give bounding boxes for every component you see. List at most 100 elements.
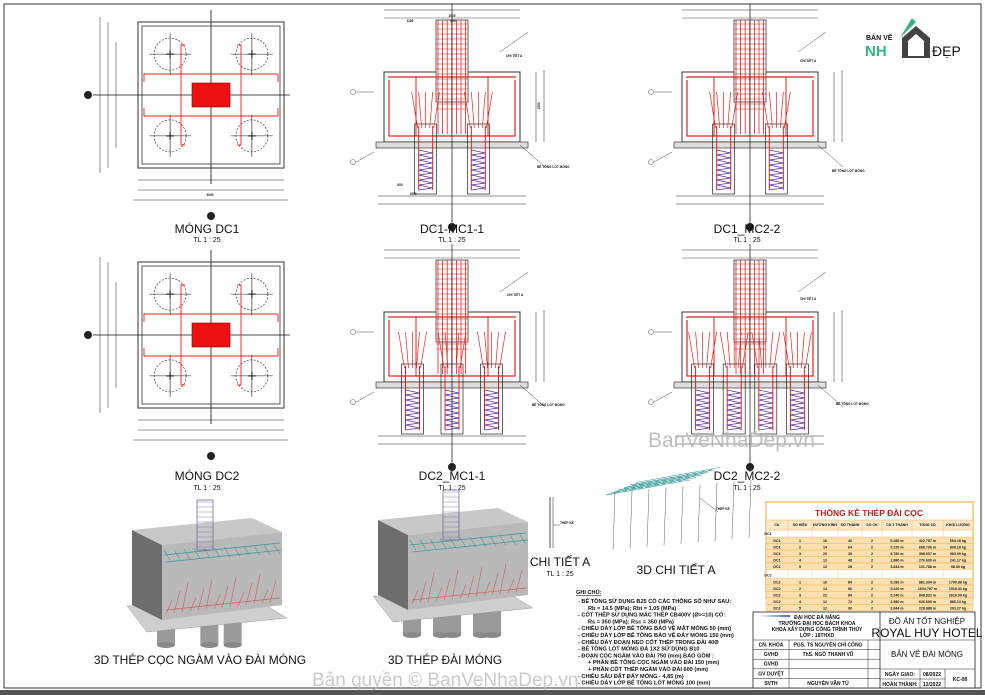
section-dc2-2 [648, 244, 844, 472]
table-cell: 5 [799, 606, 801, 610]
pile-anchor-bar [398, 331, 405, 369]
notes-heading: GHI CHÚ: [576, 589, 602, 596]
role-label: GVHD [764, 652, 779, 658]
iso-pile-base [403, 632, 421, 638]
logo-line1: BẢN VẼ [866, 33, 893, 42]
sec-dc2-1-scale: TL 1 : 25 [438, 485, 465, 492]
note-line: - CHIỀU DÀY ĐOẠN NEO CỐT THÉP TRONG ĐÀI … [578, 638, 719, 646]
iso-anchor-bar [475, 566, 483, 597]
iso-mesh [213, 547, 221, 558]
pile-anchor-bar [459, 331, 467, 369]
iso-anchor-bar [419, 581, 427, 604]
note-line: - BÊ TÔNG SỬ DỤNG B25 CÓ CÁC THÔNG SỐ NH… [578, 597, 731, 605]
iso-anchor-bar [205, 579, 213, 610]
iso-mesh [173, 549, 181, 560]
table-cell: 12 [823, 558, 827, 562]
iso-cap-side [378, 520, 408, 610]
table-cell: 2 [871, 558, 873, 562]
iso-anchor-bar [213, 594, 221, 609]
pile-anchor-bar [783, 91, 791, 129]
pile-anchor-bar [769, 331, 774, 369]
table-cell: 2626.09 kg [949, 593, 967, 597]
iso-mesh [409, 532, 527, 546]
iso-pile-base [483, 632, 501, 638]
support-bar [629, 490, 633, 549]
roof-accent-icon [900, 18, 916, 38]
dimension-texts: 3000 1150 600 1500 600 3000 1500 [206, 14, 541, 197]
table-cell: DC1 [773, 558, 780, 562]
table-cell: 3.844 m [890, 565, 903, 569]
rebar-bracket-vertical [180, 44, 242, 146]
column-section [191, 322, 231, 348]
pile-anchor-bar [737, 331, 742, 369]
note-line: - CHIỀU DÀY LỚP BÊ TÔNG LÓT MÓNG 100 (mm… [578, 679, 710, 687]
pile-spiral [695, 389, 710, 431]
leader [797, 31, 827, 53]
rebar-bracket-horizontal [143, 313, 279, 357]
axis-bubble-bottom [207, 212, 215, 220]
school-line-2: TRƯỜNG ĐẠI HỌC BÁCH KHOA [778, 619, 855, 627]
mesh-bar [605, 479, 691, 496]
iso-anchor-bar [229, 576, 237, 607]
table-cell: 5.280 m [890, 580, 903, 584]
pile-anchor-bar [790, 331, 794, 369]
iso-anchor-bar [253, 574, 261, 605]
note-line: + PHẦN BÊ TÔNG CỌC NGÀM VÀO ĐÀI 150 (mm) [588, 658, 719, 666]
sec-dc2-2-scale: TL 1 : 25 [733, 485, 760, 492]
support-bar [612, 491, 616, 551]
axis-bubble [448, 223, 456, 231]
support-bar [731, 481, 735, 540]
iso-anchor-bar [165, 599, 173, 615]
table-cell: 16 [823, 539, 827, 543]
dim-half: 1500 [409, 192, 416, 196]
rebar-bracket-vertical [180, 284, 242, 386]
section-dc1-1 [350, 4, 546, 232]
role-label: CN. KHOA [759, 643, 784, 649]
iso-mesh [489, 535, 497, 547]
dim-height: 1500 [537, 102, 541, 109]
table-cell: 96 [848, 587, 852, 591]
section-dc2-1 [350, 244, 546, 472]
table-header-cell: CK [774, 523, 780, 527]
table-cell: 203.27 kg [950, 606, 966, 610]
iso-anchor-bar [237, 591, 245, 607]
axis-bubble [448, 463, 456, 471]
callout-detail-a-4: CHI TIẾT A [800, 296, 817, 301]
iso-anchor-bar [435, 587, 443, 602]
table-cell: 20 [823, 552, 827, 556]
pile-anchor-bar [499, 331, 506, 369]
table-cell: 886.13 kg [950, 600, 966, 604]
dim-side: 1150 [407, 19, 414, 23]
mark-bubble [350, 89, 356, 95]
table-cell: 1918.41 kg [949, 587, 967, 591]
table-cell: 881.304 m [919, 580, 936, 584]
iso-anchor-bar [427, 572, 435, 603]
pile-anchor-bar [758, 331, 763, 369]
leader [797, 271, 827, 293]
mark-bubble [648, 329, 654, 335]
project-name: ROYAL HUY HOTEL [871, 626, 982, 640]
mark-bubble [350, 159, 356, 165]
date-done-label: HOÀN THÀNH: [882, 681, 918, 688]
dim-total: 3000 [448, 14, 455, 18]
table-header-cell: SỐ HIỆU [793, 522, 808, 527]
support-bar [714, 482, 718, 542]
table-cell: 808.18 kg [950, 545, 966, 549]
table-cell: 1 [799, 539, 801, 543]
role-label: GVHD [764, 662, 779, 668]
pile-anchor-bar [455, 331, 460, 369]
pile-anchor-bar [719, 331, 727, 369]
iso-cap-side [132, 530, 162, 620]
table-cell: 5.220 m [890, 545, 903, 549]
iso-mesh [193, 548, 201, 559]
role-label: GV DUYỆT [758, 669, 784, 677]
callout-detail-a-3: CHI TIẾT A [507, 292, 524, 297]
sheet-number: KC-08 [953, 677, 968, 683]
table-cell: 2 [871, 552, 873, 556]
table-row [765, 597, 974, 605]
table-cell: 664.18 kg [950, 539, 966, 543]
pile-anchor-bar [709, 91, 717, 129]
table-cell: DC1 [773, 545, 780, 549]
mesh-bar [629, 469, 715, 486]
iso-bottom-bar [165, 597, 281, 611]
